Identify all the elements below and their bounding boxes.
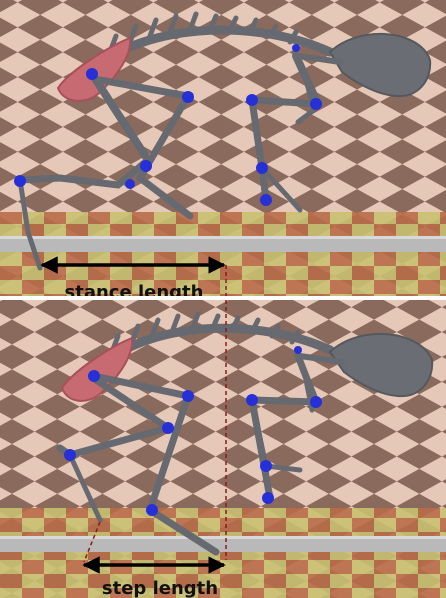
step-label: step length xyxy=(102,578,218,598)
skull xyxy=(328,32,432,98)
ground-tiles-2 xyxy=(0,508,446,598)
joints-2 xyxy=(64,346,322,516)
rail-edge-2 xyxy=(0,536,446,539)
hind-tibia xyxy=(16,156,152,189)
pelvis-2 xyxy=(60,336,134,402)
fore-radius xyxy=(247,96,322,204)
rail xyxy=(0,236,446,252)
rail-2 xyxy=(0,536,446,552)
panel-divider xyxy=(0,296,446,300)
skull-2 xyxy=(328,332,434,398)
skeleton xyxy=(16,11,432,271)
hind-foot xyxy=(17,177,43,271)
top-panel: stance length xyxy=(0,0,446,303)
skeleton-2 xyxy=(56,311,434,556)
ground-tiles xyxy=(0,212,446,296)
guide-line-diagonal xyxy=(83,521,101,563)
rail-edge xyxy=(0,236,446,239)
bottom-panel: step length xyxy=(0,265,446,598)
spine-processes xyxy=(107,11,299,55)
spine-processes-2 xyxy=(109,311,301,355)
hind-femur xyxy=(88,70,152,164)
joints xyxy=(14,44,322,206)
